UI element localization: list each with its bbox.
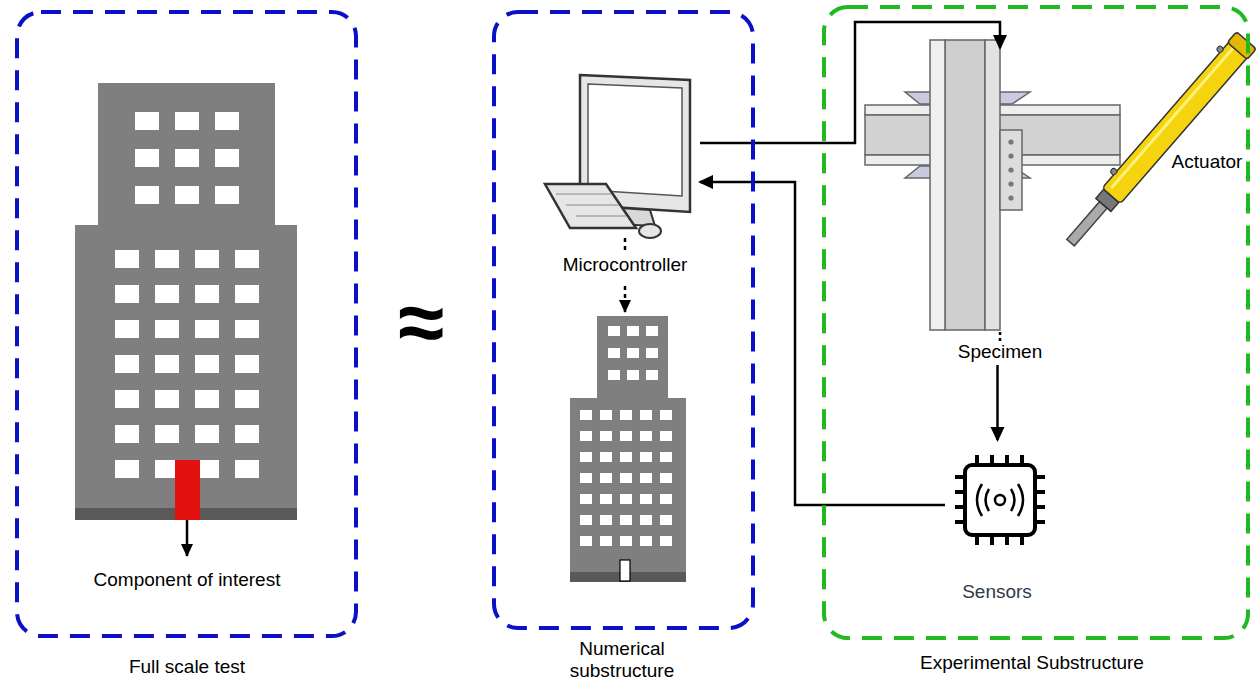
component-of-interest — [175, 460, 200, 520]
actuator-icon — [1058, 29, 1256, 251]
region-box: Experimental SubstructureActuatorSpecime… — [822, 5, 1250, 640]
connector-arrow — [996, 365, 999, 440]
approx-sign: ≈ — [398, 280, 444, 364]
dashed-outline — [15, 10, 358, 638]
part-label: Actuator — [1172, 151, 1243, 173]
full-building — [75, 83, 297, 556]
region-caption: Numerical substructure — [560, 638, 685, 682]
sensor-node: Sensors — [945, 440, 1050, 605]
computer-node: Microcontroller — [545, 70, 700, 280]
part-label: Sensors — [962, 581, 1032, 603]
actuator-node: Actuator — [975, 48, 1253, 188]
specimen-node: Specimen — [870, 40, 1130, 365]
dashed-outline — [822, 5, 1250, 640]
part-label: Specimen — [958, 341, 1043, 363]
part-label: Microcontroller — [563, 254, 688, 276]
specimen-joint — [865, 40, 1120, 342]
component-label: Component of interest — [94, 569, 281, 591]
sensor-chip — [955, 455, 1045, 545]
connector-arrow — [700, 22, 1000, 143]
region-box: Numerical substructureMicrocontroller — [492, 10, 755, 630]
dashed-outline — [492, 10, 755, 630]
computer-icon — [545, 75, 690, 312]
region-box: Full scale test — [15, 10, 358, 638]
numerical-building — [570, 316, 686, 582]
region-caption: Experimental Substructure — [920, 652, 1144, 674]
region-caption: Full scale test — [129, 656, 245, 678]
